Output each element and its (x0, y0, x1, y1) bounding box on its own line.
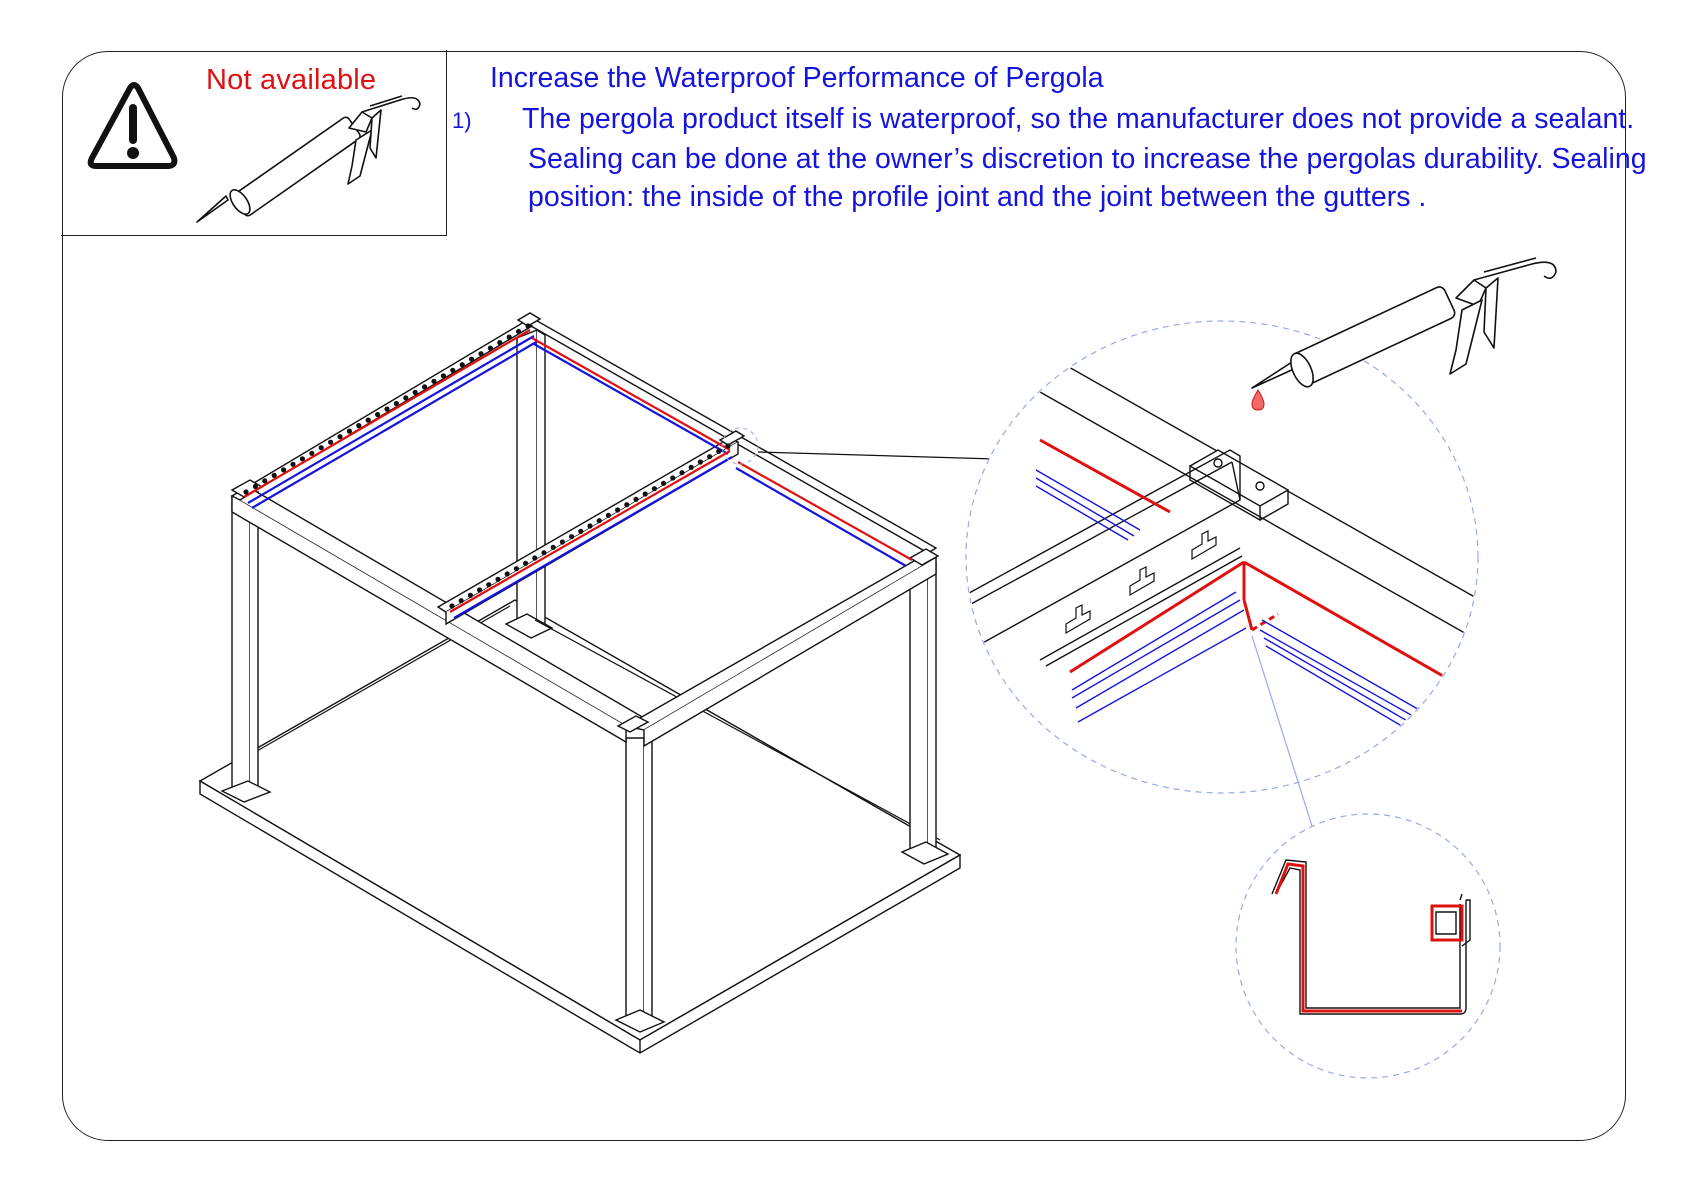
louver-tooth (486, 582, 492, 588)
louver-tooth (458, 598, 464, 604)
louver-tooth (497, 340, 503, 346)
sealant-drop-icon (1251, 389, 1265, 411)
profile-leader-line (1251, 635, 1313, 827)
louver-tooth (516, 328, 522, 335)
louver-tooth (615, 507, 621, 513)
louver-tooth (469, 356, 475, 362)
pergola-post-right (900, 561, 950, 865)
caulking-gun-detail-icon (1251, 257, 1557, 389)
louver-tooth (642, 491, 648, 497)
louver-tooth (716, 448, 722, 454)
louver-tooth (688, 464, 694, 470)
detail-leader-line (757, 451, 1031, 461)
louver-tooth (578, 528, 584, 534)
louver-tooth (449, 603, 455, 609)
louver-tooth (412, 389, 418, 395)
detail-gutter-profile (1235, 813, 1501, 1079)
louver-tooth (422, 384, 428, 390)
louver-tooth (477, 587, 483, 593)
louver-tooth (384, 406, 390, 412)
louver-tooth (633, 496, 639, 502)
louver-tooth (309, 450, 315, 456)
louver-tooth (478, 351, 484, 357)
step-text: The pergola product itself is waterproof… (522, 103, 1647, 213)
louver-tooth (707, 454, 713, 460)
louver-tooth (459, 362, 465, 368)
louver-tooth (337, 434, 343, 440)
louver-tooth (365, 417, 371, 423)
louver-tooth (346, 428, 352, 434)
louver-tooth (467, 592, 473, 598)
louver-teeth-middle (449, 443, 731, 609)
detail-marker (721, 427, 759, 465)
louver-tooth (569, 534, 575, 540)
louver-tooth (661, 480, 667, 486)
louver-teeth-back (243, 323, 531, 495)
louver-tooth (281, 467, 287, 473)
louver-tooth (596, 518, 602, 524)
louver-tooth (431, 378, 437, 384)
louver-tooth (318, 445, 324, 451)
notice-box (61, 50, 447, 236)
instruction-heading: Increase the Waterproof Performance of P… (490, 62, 1104, 94)
louver-tooth (450, 367, 456, 373)
louver-tooth (403, 395, 409, 401)
louver-tooth (252, 483, 258, 490)
louver-tooth (243, 489, 249, 495)
louver-tooth (328, 439, 334, 445)
louver-tooth (651, 486, 658, 492)
louver-tooth (559, 539, 566, 545)
louver-tooth (670, 475, 676, 481)
louver-tooth (262, 478, 268, 484)
louver-tooth (679, 470, 685, 476)
instruction-step: 1) The pergola product itself is waterpro… (452, 100, 1648, 216)
pergola-post-front (614, 731, 666, 1033)
gutter-lines (243, 329, 913, 619)
louver-tooth (506, 334, 512, 340)
step-number: 1) (452, 108, 472, 133)
louver-tooth (495, 576, 501, 582)
caulking-gun-icon (196, 95, 421, 223)
louver-tooth (356, 423, 362, 429)
page-frame (62, 51, 1626, 1141)
pergola-base (198, 599, 962, 1054)
louver-tooth (393, 400, 399, 407)
louver-tooth (587, 523, 593, 529)
louver-tooth (440, 373, 446, 379)
louver-tooth (725, 443, 731, 449)
louver-tooth (271, 472, 277, 478)
louver-tooth (525, 323, 531, 329)
louver-tooth (513, 566, 520, 572)
pergola-back-posts (504, 328, 554, 639)
louver-tooth (541, 550, 547, 556)
louver-tooth (487, 345, 493, 351)
louver-tooth (523, 560, 529, 566)
louver-tooth (532, 555, 538, 561)
not-available-label: Not available (206, 64, 377, 96)
louver-tooth (697, 459, 704, 465)
detail-corner-joint (965, 320, 1479, 794)
louver-tooth (605, 512, 612, 518)
louver-tooth (299, 456, 305, 462)
louver-tooth (550, 544, 556, 550)
warning-triangle-icon (87, 82, 178, 169)
louver-tooth (504, 571, 510, 577)
louver-tooth (624, 502, 630, 508)
louver-tooth (375, 411, 381, 418)
louver-tooth (290, 461, 296, 467)
